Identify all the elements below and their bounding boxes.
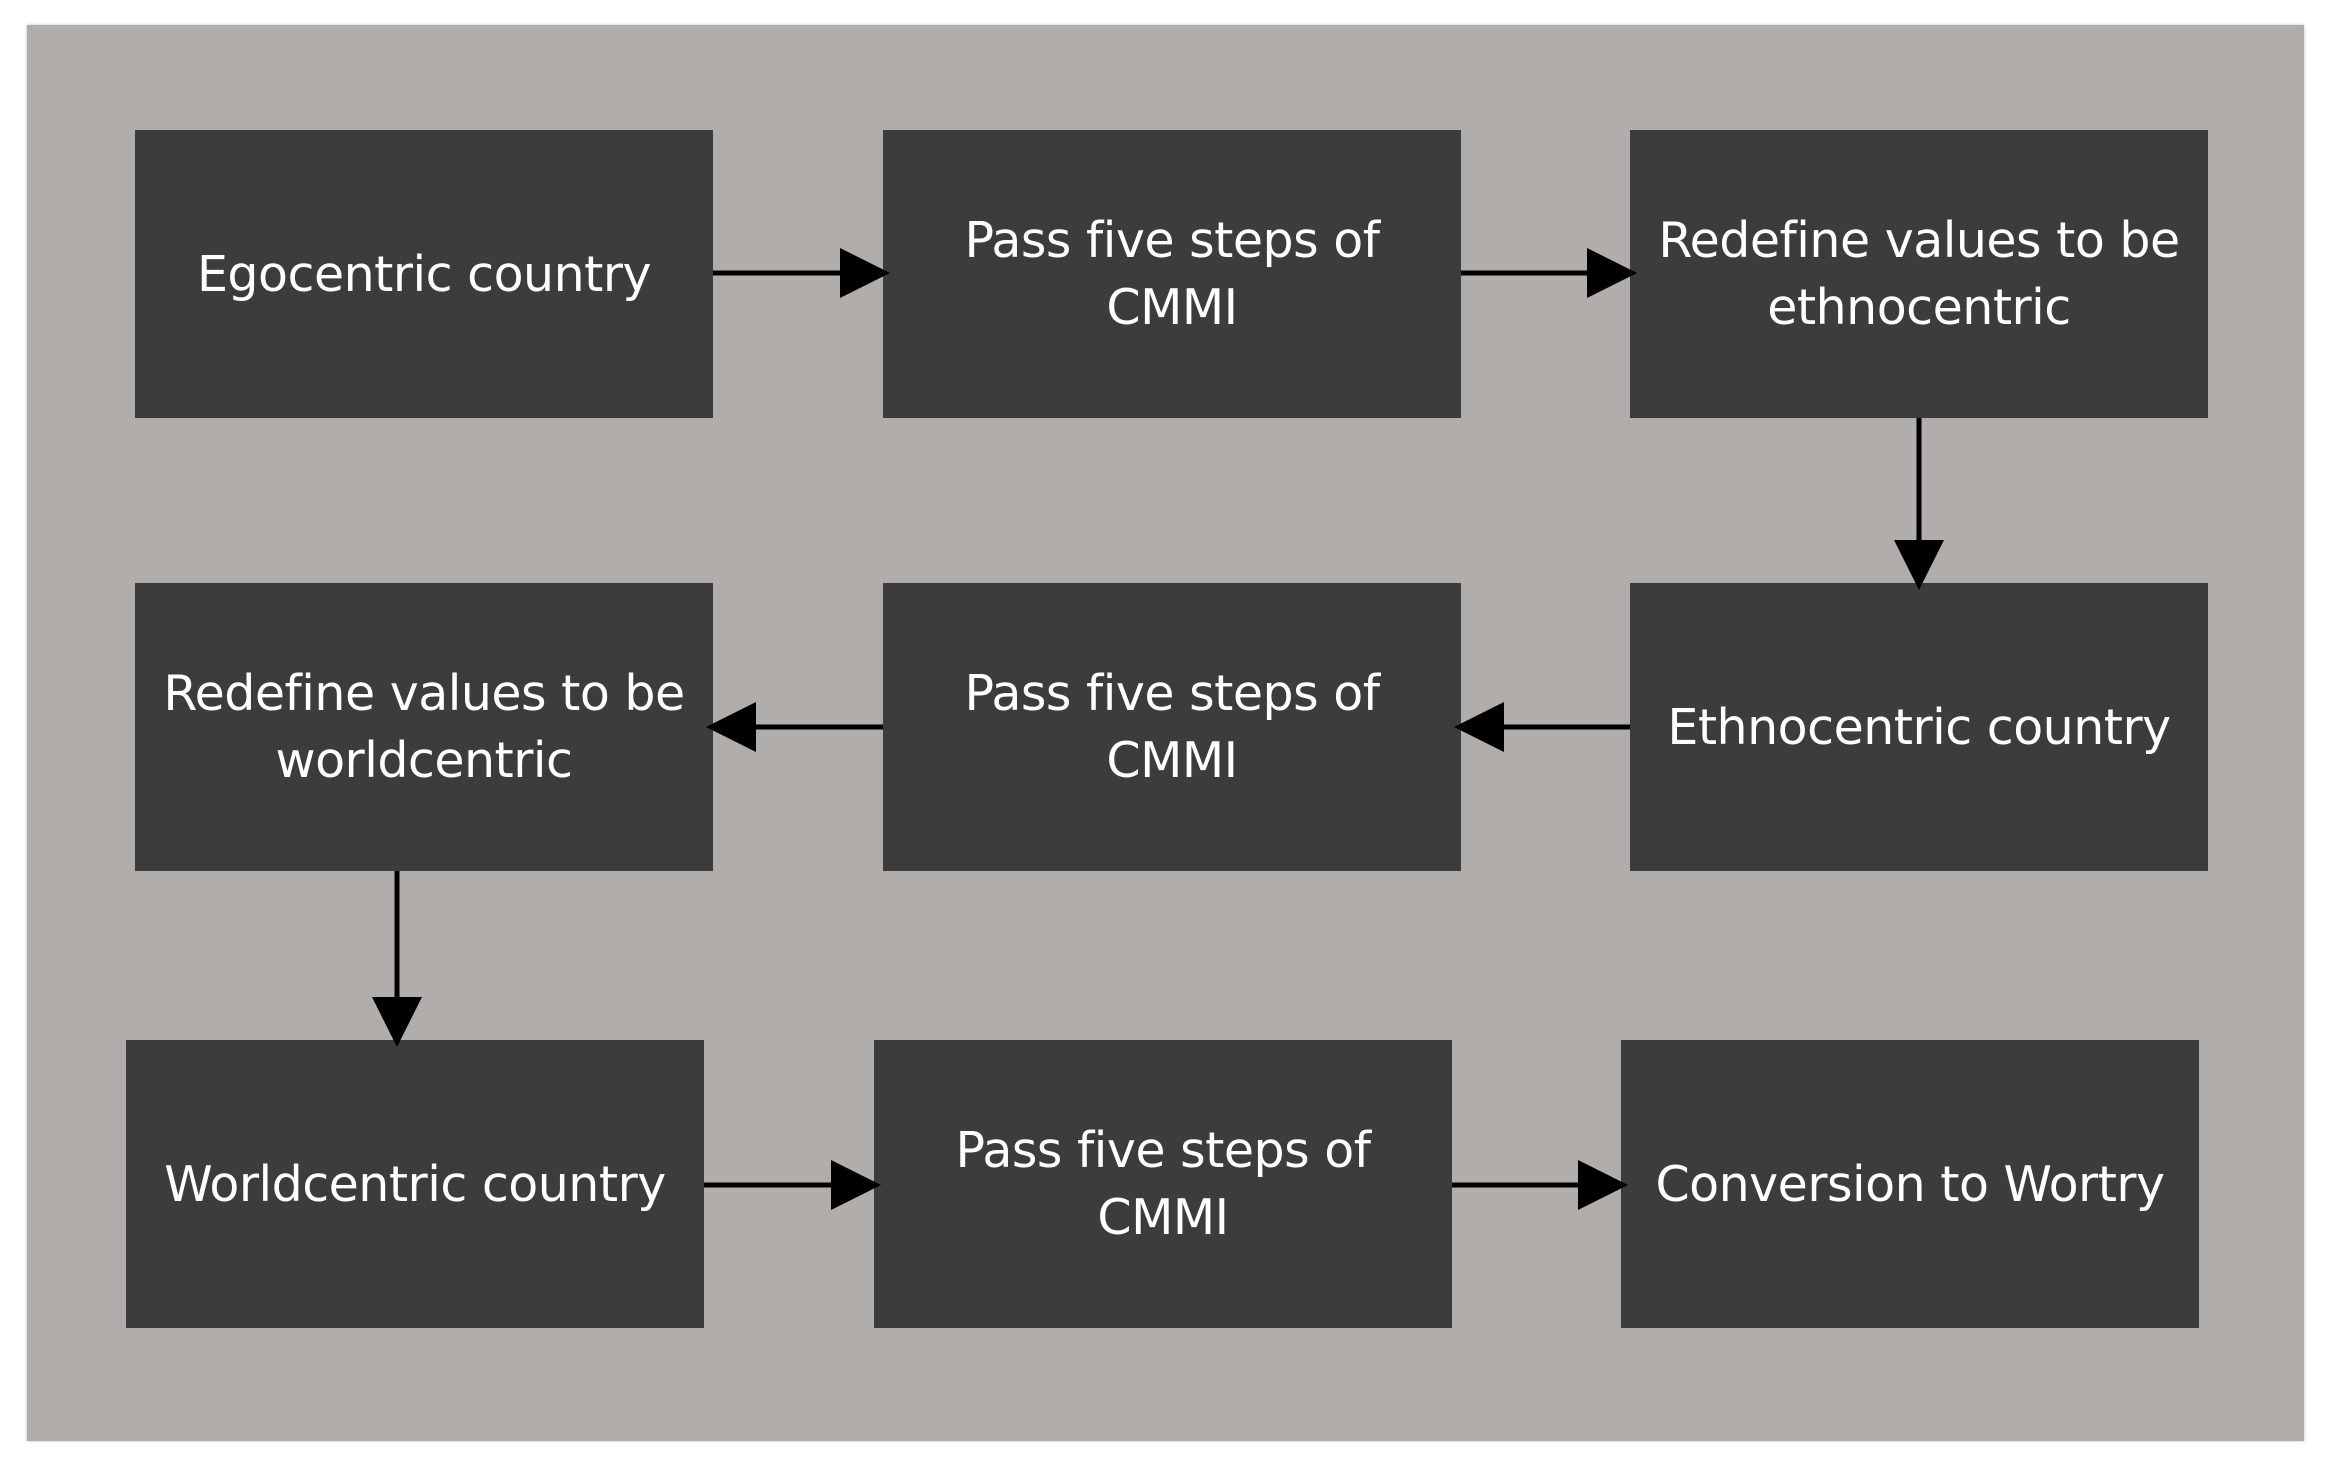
node-label: Pass five steps of CMMI xyxy=(964,212,1380,336)
node-egocentric-country: Egocentric country xyxy=(135,130,713,418)
node-worldcentric-country: Worldcentric country xyxy=(126,1040,704,1328)
node-conversion-wortry: Conversion to Wortry xyxy=(1621,1040,2199,1328)
node-pass-cmmi-2: Pass five steps of CMMI xyxy=(883,583,1461,871)
node-redefine-ethnocentric: Redefine values to be ethnocentric xyxy=(1630,130,2208,418)
node-label: Conversion to Wortry xyxy=(1655,1155,2165,1213)
node-label: Redefine values to be ethnocentric xyxy=(1658,212,2180,336)
node-label: Pass five steps of CMMI xyxy=(955,1122,1371,1246)
node-pass-cmmi-3: Pass five steps of CMMI xyxy=(874,1040,1452,1328)
node-label: Redefine values to be worldcentric xyxy=(163,665,685,789)
node-redefine-worldcentric: Redefine values to be worldcentric xyxy=(135,583,713,871)
node-label: Egocentric country xyxy=(196,245,652,303)
node-label: Ethnocentric country xyxy=(1667,698,2171,756)
node-label: Worldcentric country xyxy=(164,1155,666,1213)
node-label: Pass five steps of CMMI xyxy=(964,665,1380,789)
node-ethnocentric-country: Ethnocentric country xyxy=(1630,583,2208,871)
node-pass-cmmi-1: Pass five steps of CMMI xyxy=(883,130,1461,418)
